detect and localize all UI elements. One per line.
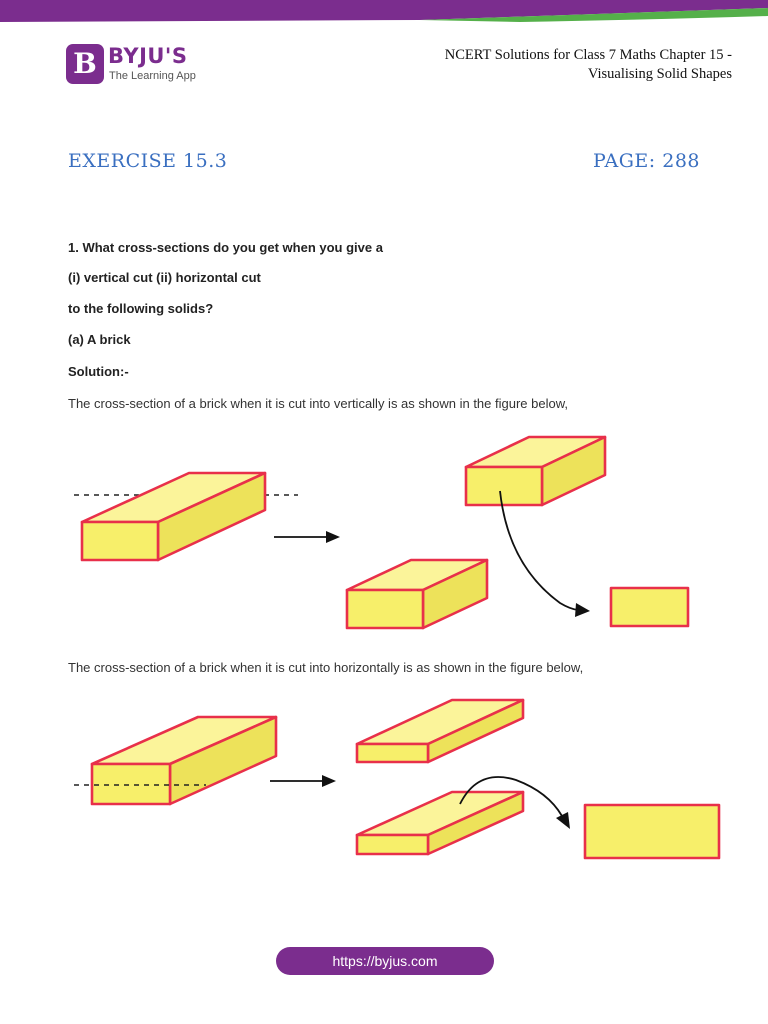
- horizontal-cross-section-rectangle: [583, 803, 721, 860]
- document-header-title: NCERT Solutions for Class 7 Maths Chapte…: [352, 46, 732, 84]
- byjus-logo: B BYJU'S The Learning App: [66, 44, 226, 86]
- logo-icon: B: [66, 44, 104, 84]
- cut-brick-lower-slab: [355, 790, 525, 856]
- exercise-title: EXERCISE 15.3: [68, 150, 228, 172]
- logo-brand-name: BYJU'S: [108, 44, 188, 68]
- cut-brick-upper-slab: [355, 698, 525, 764]
- solution-label: Solution:-: [68, 364, 129, 379]
- question-line-2: (i) vertical cut (ii) horizontal cut: [68, 270, 261, 285]
- cut-brick-bottom-piece: [345, 558, 489, 630]
- vertical-cut-caption: The cross-section of a brick when it is …: [68, 396, 568, 411]
- header-title-line-2: Visualising Solid Shapes: [587, 66, 732, 82]
- vertical-cut-figure: [74, 435, 690, 630]
- question-line-3: to the following solids?: [68, 301, 214, 316]
- logo-tagline: The Learning App: [109, 70, 196, 82]
- question-part-a: (a) A brick: [68, 332, 131, 347]
- whole-brick: [90, 715, 278, 806]
- top-brand-band: [0, 0, 768, 22]
- page-number: PAGE: 288: [592, 150, 700, 172]
- question-line-1: 1. What cross-sections do you get when y…: [68, 240, 383, 255]
- whole-brick: [80, 471, 267, 562]
- cut-brick-top-piece: [464, 435, 607, 507]
- vertical-cross-section-rectangle: [609, 586, 690, 628]
- horizontal-cut-caption: The cross-section of a brick when it is …: [68, 660, 584, 675]
- curved-arrow: [499, 490, 590, 617]
- transform-arrow: [270, 775, 336, 787]
- transform-arrow: [274, 531, 340, 543]
- horizontal-cut-figure: [74, 698, 721, 860]
- curved-arrow: [459, 776, 570, 829]
- footer-url-link[interactable]: https://byjus.com: [276, 947, 494, 975]
- header-title-line-1: NCERT Solutions for Class 7 Maths Chapte…: [444, 47, 732, 63]
